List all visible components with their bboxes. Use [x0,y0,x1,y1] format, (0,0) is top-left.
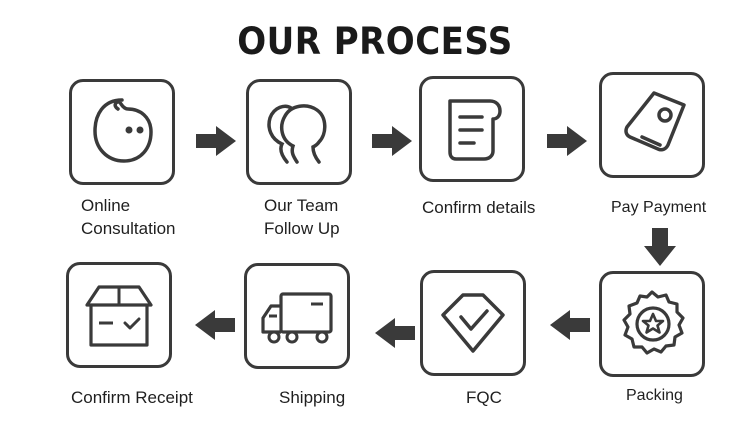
arrow-left-icon [195,310,235,340]
step-shipping [244,263,350,369]
chat-bubble-icon [93,98,153,163]
arrow-right-icon [372,126,412,156]
arrow-left-icon [550,310,590,340]
step-our-team-follow-up [246,79,352,185]
step-label-shipping: Shipping [279,388,346,407]
star-badge-icon [622,290,685,355]
step-label-packing: Packing [626,387,683,404]
package-check-icon [85,285,153,347]
step-packing [599,271,705,377]
step-label-pay-payment: Pay Payment [611,199,707,216]
quality-check-icon [441,293,505,353]
step-label-confirm-details: Confirm details [422,198,536,217]
step-online-consultation [69,79,175,185]
step-confirm-details [419,76,525,182]
price-tag-icon [624,91,686,152]
step-label-our-team-follow-up: Our Team Follow Up [264,196,340,238]
step-confirm-receipt [66,262,172,368]
team-icon [267,104,327,164]
arrow-right-icon [196,126,236,156]
page-title: OUR PROCESS [237,20,513,63]
step-label-confirm-receipt: Confirm Receipt [71,388,193,407]
step-fqc [420,270,526,376]
arrow-right-icon [547,126,587,156]
arrow-down-icon [644,228,676,266]
step-pay-payment [599,72,705,178]
step-label-online-consultation: Online Consultation [81,196,176,238]
arrow-left-icon [375,318,415,348]
truck-icon [261,292,333,344]
document-icon [448,99,502,161]
step-label-fqc: FQC [466,388,502,407]
